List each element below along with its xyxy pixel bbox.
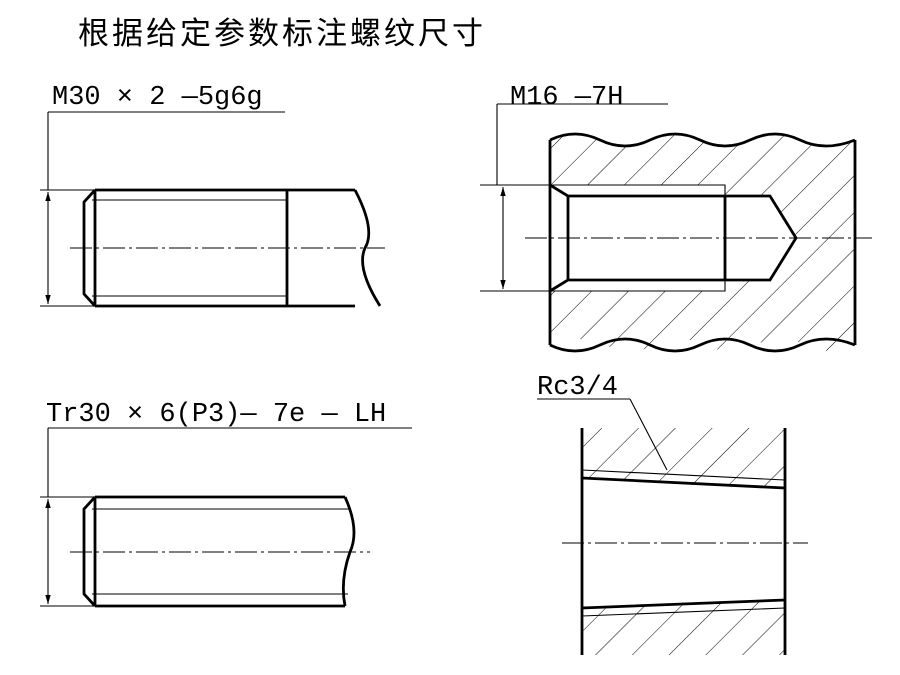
fig2-break-bottom <box>549 337 856 353</box>
fig4-thread-label: Rc3/4 <box>537 373 618 403</box>
fig1-thread-root-lines <box>92 199 287 297</box>
fig2-thread-label: M16 —7H <box>510 83 623 113</box>
fig3-screw-outline <box>82 495 345 608</box>
figure-external-thread-m30: M30 × 2 —5g6g <box>40 83 385 308</box>
fig2-body-edges <box>548 140 857 345</box>
figure-internal-thread-m16: M16 —7H <box>480 83 872 353</box>
fig1-thread-label: M30 × 2 —5g6g <box>52 83 263 113</box>
figure-trapezoidal-thread: Tr30 × 6(P3)— 7e — LH <box>40 400 412 608</box>
figure-taper-pipe-thread: Rc3/4 <box>537 373 808 655</box>
fig3-thread-root-lines <box>92 508 350 595</box>
fig4-wall-edges <box>580 428 787 655</box>
page-title: 根据给定参数标注螺纹尺寸 <box>78 16 486 52</box>
fig4-taper-major-lines <box>581 469 786 617</box>
fig4-taper-minor-lines <box>581 476 786 610</box>
fig3-thread-label: Tr30 × 6(P3)— 7e — LH <box>46 400 386 430</box>
fig4-hatch-bottom <box>582 600 785 655</box>
fig2-break-top <box>549 132 856 148</box>
fig1-break-line <box>353 189 382 307</box>
